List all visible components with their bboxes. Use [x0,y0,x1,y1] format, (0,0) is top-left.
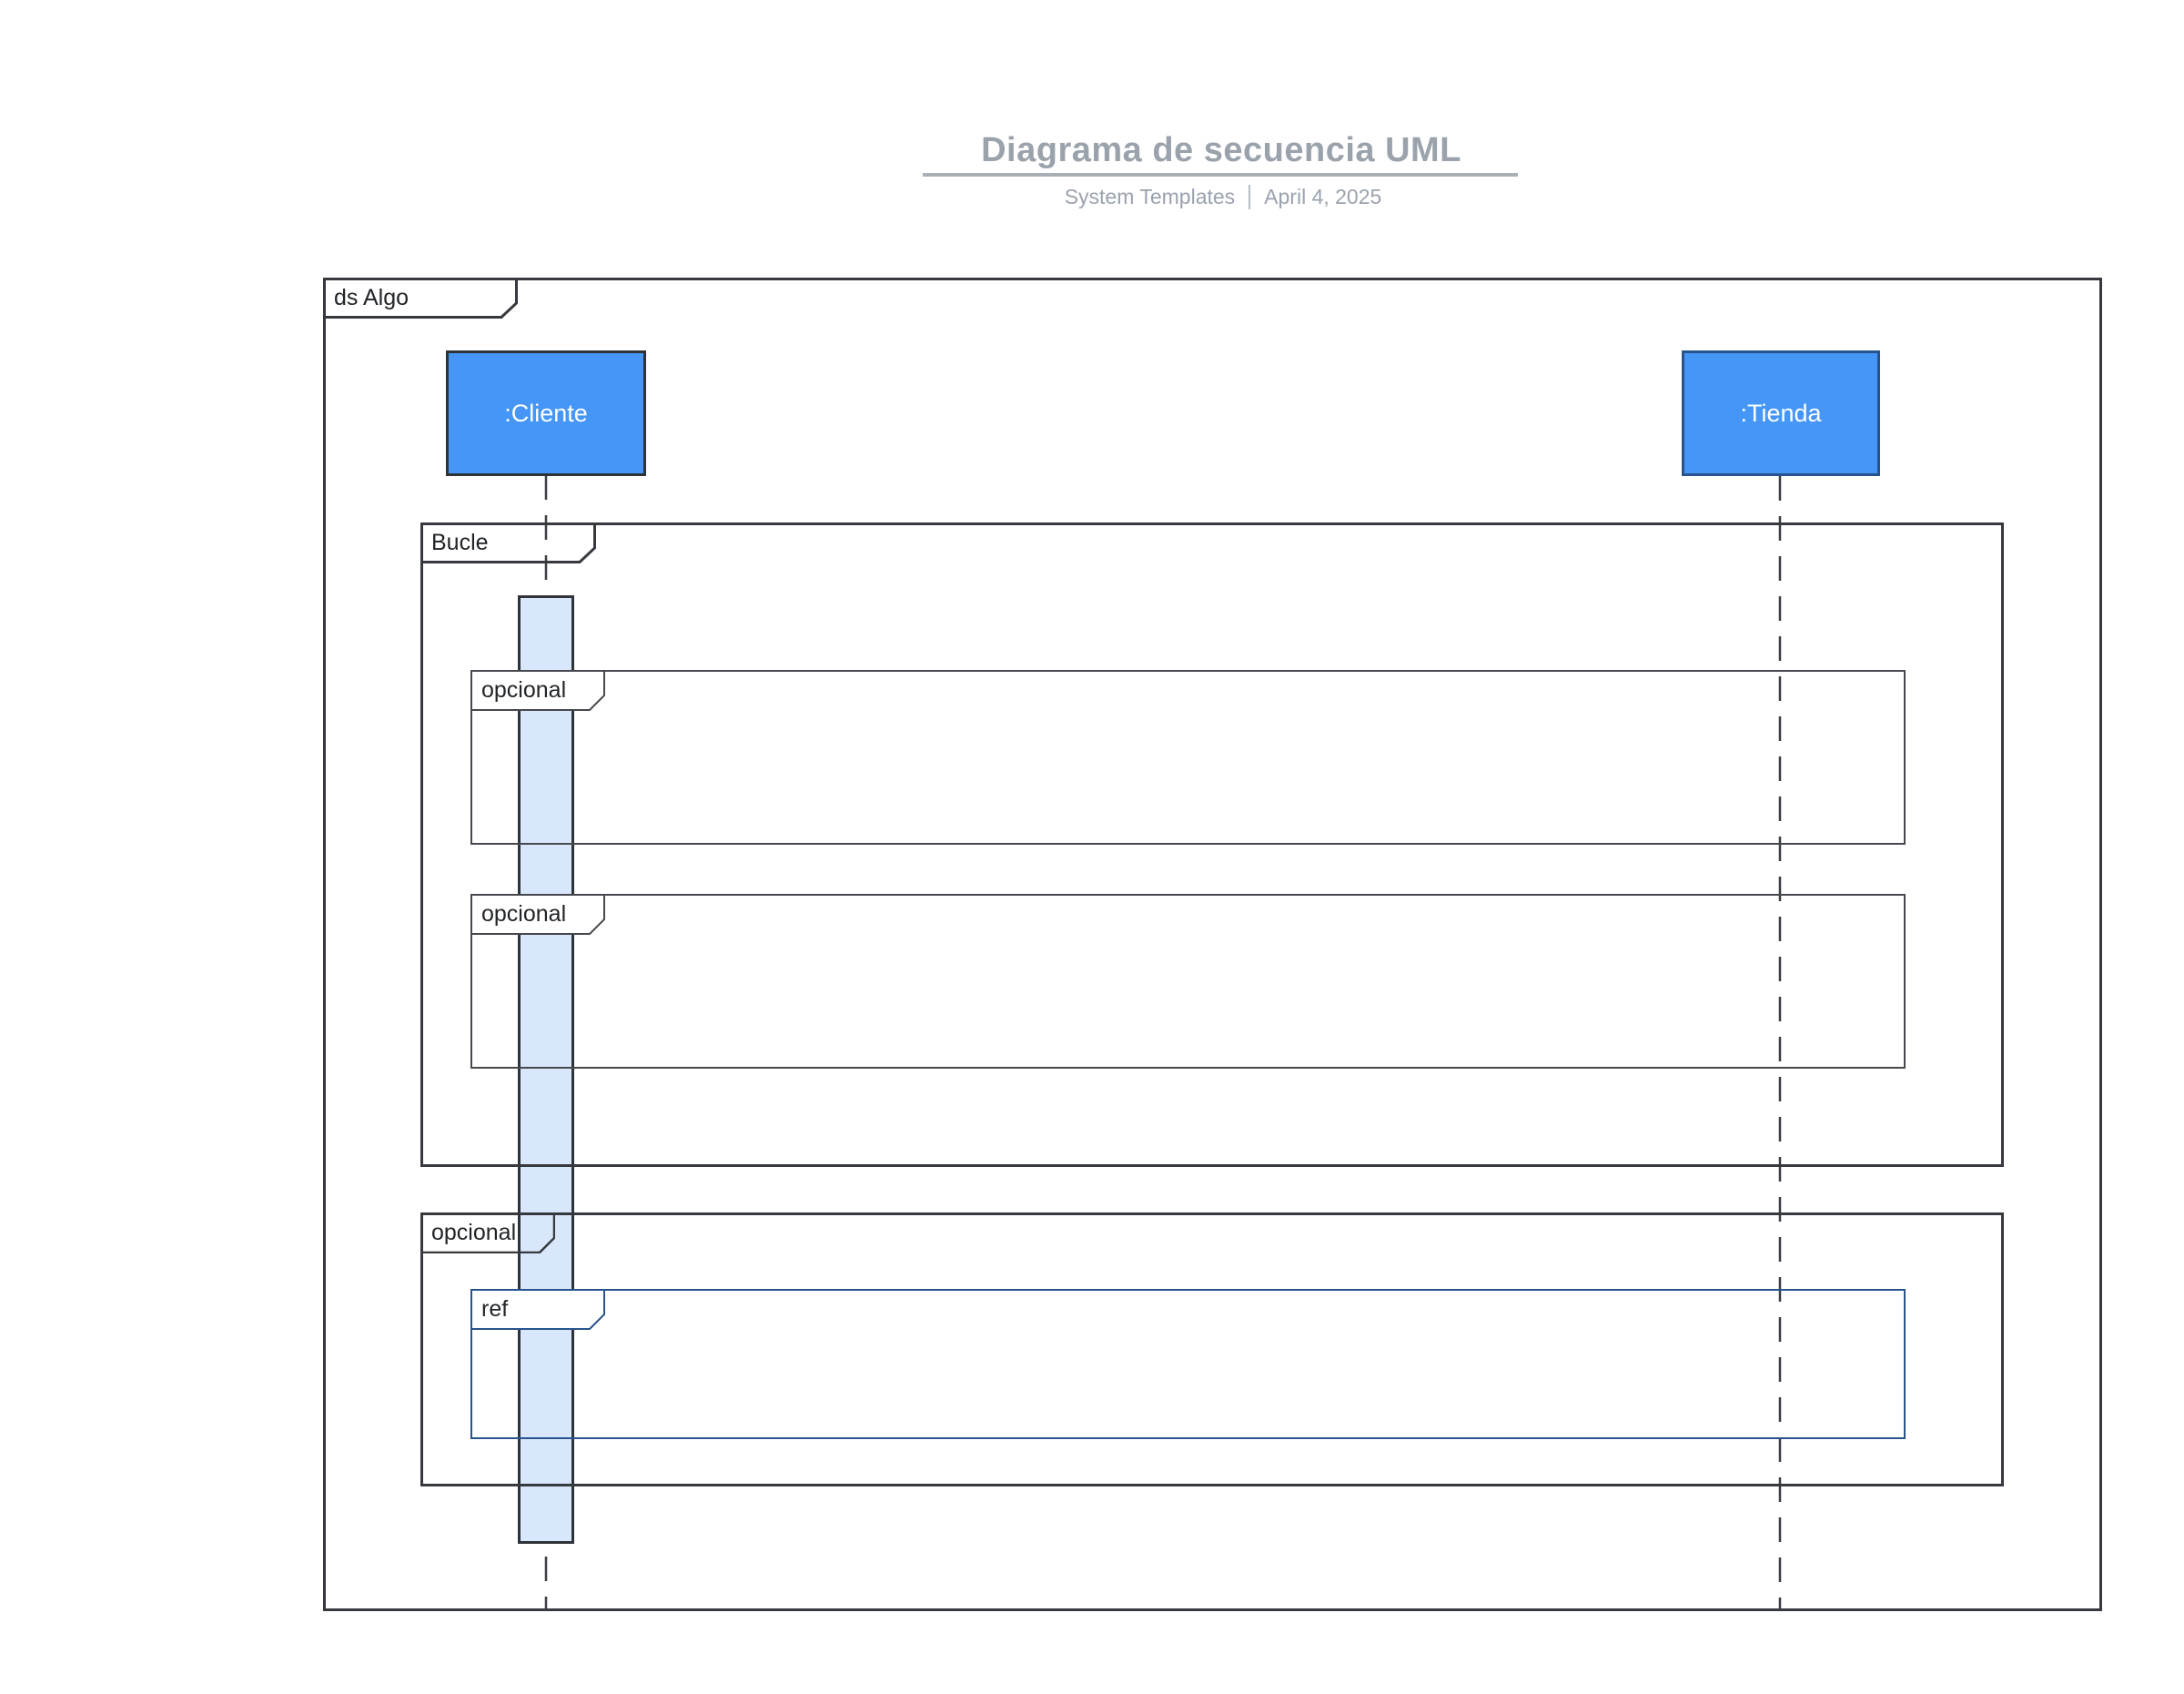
fragment-ref-tab [470,1289,605,1330]
fragment-loop-label: Bucle [431,530,489,555]
actor-cliente: :Cliente [446,350,646,476]
fragment-optional-1-tab [470,670,605,711]
subtitle-date: April 4, 2025 [1264,185,1382,208]
lifeline-tienda [1778,476,1782,1611]
title-underline [923,173,1518,177]
fragment-optional-2-tab [470,894,605,935]
fragment-optional-1 [470,670,1906,845]
subtitle-author: System Templates [1064,185,1236,208]
fragment-ref-label: ref [481,1296,509,1322]
actor-tienda-label: :Tienda [1740,399,1822,427]
fragment-optional-3 [420,1212,2004,1486]
fragment-loop-tab [420,522,596,563]
fragment-optional-2-label: opcional [481,901,567,927]
fragment-optional-2 [470,894,1906,1069]
sequence-frame-label: ds Algo [334,285,410,310]
fragment-optional-3-label: opcional [431,1220,517,1245]
activation-bar-cliente [518,595,574,1544]
fragment-optional-1-label: opcional [481,677,567,703]
fragment-loop [420,522,2004,1167]
sequence-frame [323,278,2102,1611]
page-title: Diagrama de secuencia UML [981,131,1461,169]
actor-cliente-label: :Cliente [504,399,588,427]
actor-tienda: :Tienda [1682,350,1880,476]
subtitle: System Templates April 4, 2025 [950,185,1496,209]
sequence-frame-tab [323,278,518,319]
fragment-ref [470,1289,1906,1439]
fragment-optional-3-tab [420,1212,555,1253]
subtitle-separator [1249,185,1251,209]
